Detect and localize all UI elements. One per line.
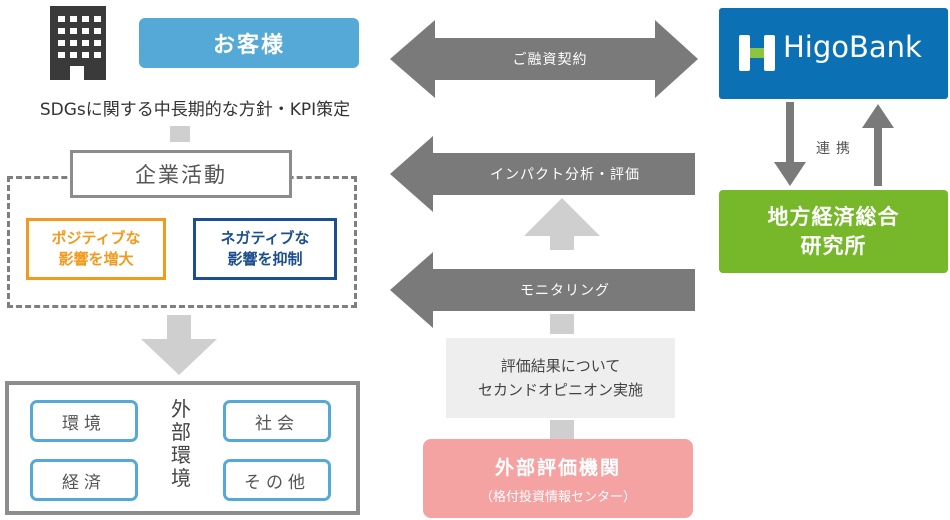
env-item-other: その他 [223,459,331,501]
client-box: お客様 [139,18,359,68]
evaluation-box: 評価結果についてセカンドオピニオン実施 [446,338,675,418]
env-item-economy: 経済 [30,459,138,501]
positive-impact-box: ポジティブな影響を増大 [26,218,166,280]
higobank-name: HigoBank [783,30,922,64]
loan-arrow-label: ご融資契約 [512,52,588,68]
negative-line-2: 影響を抑制 [227,250,303,268]
impact-arrow-label: インパクト分析・評価 [490,167,640,183]
evaluation-line-1: 評価結果について [500,357,621,375]
loan-double-arrow [390,20,698,98]
bank-institute-arrows [774,102,894,186]
down-arrow-to-environment [141,315,217,375]
policy-connector [170,126,190,142]
negative-impact-box: ネガティブな影響を抑制 [193,218,337,280]
institute-line-2: 研究所 [800,233,867,258]
impact-left-arrow [390,136,695,212]
policy-text: SDGsに関する中長期的な方針・KPI策定 [39,99,351,120]
higobank-logo-icon [739,35,775,71]
external-environment-frame [5,381,360,515]
monitoring-arrow-label: モニタリング [520,283,610,299]
agency-sub: （格付投資情報センター） [479,489,636,505]
ext-char-4: 境 [171,466,191,490]
monitoring-left-arrow [390,252,695,328]
building-icon [50,6,106,80]
positive-line-1: ポジティブな [51,229,141,247]
cooperation-label: 連携 [816,141,856,157]
env-item-environment: 環境 [30,400,138,442]
env-item-society: 社会 [223,400,331,442]
negative-line-1: ネガティブな [220,229,310,247]
positive-line-2: 影響を増大 [58,250,134,268]
evaluation-line-2: セカンドオピニオン実施 [477,381,643,399]
agency-connector [550,420,574,440]
external-agency-box: 外部評価機関 （格付投資情報センター） [423,439,693,518]
institute-box: 地方経済総合研究所 [719,190,948,273]
ext-char-2: 部 [171,420,191,444]
external-environment-label: 外 部 環 境 [166,398,196,490]
institute-line-1: 地方経済総合 [767,204,900,229]
up-arrow-monitoring [524,198,600,334]
agency-name: 外部評価機関 [494,456,621,479]
ext-char-3: 環 [171,443,191,467]
ext-char-1: 外 [171,397,191,421]
corporate-activity-box: 企業活動 [70,150,292,198]
